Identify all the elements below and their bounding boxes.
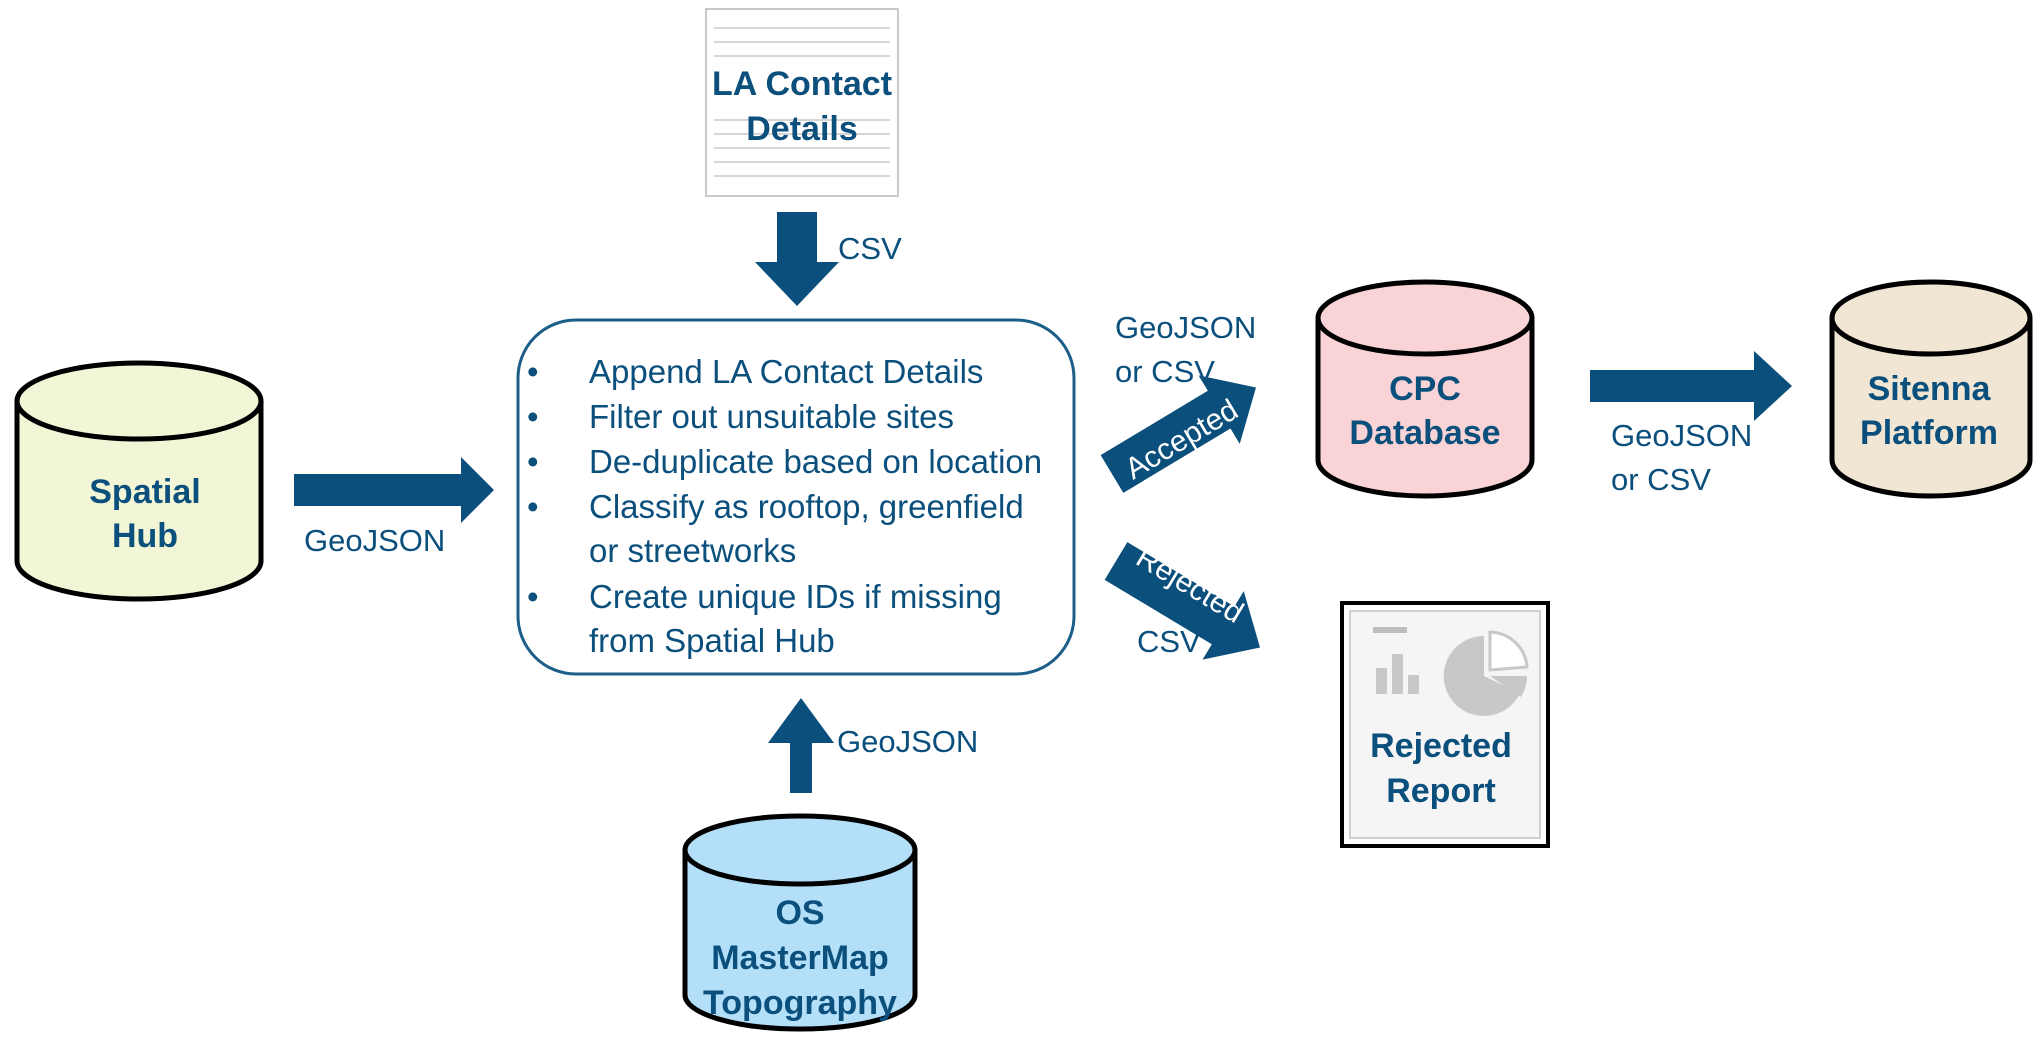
rejected-report-node: Rejected Report [1340,601,1550,848]
step-bullet: • [527,488,539,525]
report-header-line [1373,627,1407,633]
document-lines [714,27,890,177]
hub-to-process-label: GeoJSON [304,523,445,558]
process-box: • Append LA Contact Details • Filter out… [516,318,1076,676]
cylinder-body [14,401,264,602]
accepted-format-line1: GeoJSON [1115,310,1256,345]
la-to-process-arrow [755,212,839,306]
process-box-border [516,318,1076,676]
sitenna-title-line2: Platform [1860,414,1998,452]
rejected-report-title-line2: Report [1386,772,1496,810]
la-contact-title-line1: LA Contact [712,65,892,103]
cylinder-body [1315,318,1535,499]
cylinder-top [1315,279,1535,357]
rejected-arrow [1104,542,1261,660]
bar-chart-icon [1376,654,1419,694]
os-mastermap-node: OS MasterMap Topography [682,813,918,1032]
step-text: Filter out unsuitable sites [589,398,954,435]
la-contact-details-node: LA Contact Details [705,8,899,197]
step-text: Append LA Contact Details [589,353,983,390]
cylinder-top [1829,279,2033,357]
step-bullet: • [527,398,539,435]
os-mastermap-title-line2: MasterMap [711,939,889,977]
cylinder-top [682,813,918,887]
os-mastermap-title-line3: Topography [703,984,897,1022]
step-text: Classify as rooftop, greenfield [589,488,1024,525]
sitenna-platform-node: Sitenna Platform [1829,279,2033,499]
step-text: De-duplicate based on location [589,443,1042,480]
la-contact-title-line2: Details [746,110,858,148]
sitenna-title-line1: Sitenna [1868,370,1992,408]
cpc-title-line1: CPC [1389,370,1461,408]
os-to-process-label: GeoJSON [837,724,978,759]
hub-to-process-arrow [294,457,494,523]
cpc-database-node: CPC Database [1315,279,1535,499]
os-mastermap-title-line1: OS [775,894,824,932]
document-shape [705,8,899,197]
spatial-hub-node: Spatial Hub [14,360,264,602]
step-text-continued: from Spatial Hub [589,622,835,659]
step-text-continued: or streetworks [589,532,796,569]
cylinder-body [682,850,918,1032]
cpc-to-sitenna-format-line1: GeoJSON [1611,418,1752,453]
step-text: Create unique IDs if missing [589,578,1002,615]
la-to-process-label: CSV [838,231,902,266]
spatial-hub-title-line2: Hub [112,517,178,555]
cylinder-top [14,360,264,442]
accepted-format-line2: or CSV [1115,354,1215,389]
cylinder-body [1829,318,2033,499]
cpc-to-sitenna-format-line2: or CSV [1611,462,1711,497]
os-to-process-arrow [768,698,834,793]
spatial-hub-title-line1: Spatial [89,473,200,511]
rejected-report-title-line1: Rejected [1370,727,1512,765]
step-bullet: • [527,443,539,480]
cpc-to-sitenna-arrow [1590,351,1792,421]
pie-chart-icon [1443,630,1529,716]
rejected-format-label: CSV [1137,624,1201,659]
cpc-title-line2: Database [1349,414,1500,452]
step-bullet: • [527,578,539,615]
step-bullet: • [527,353,539,390]
accepted-arrow [1100,375,1257,493]
